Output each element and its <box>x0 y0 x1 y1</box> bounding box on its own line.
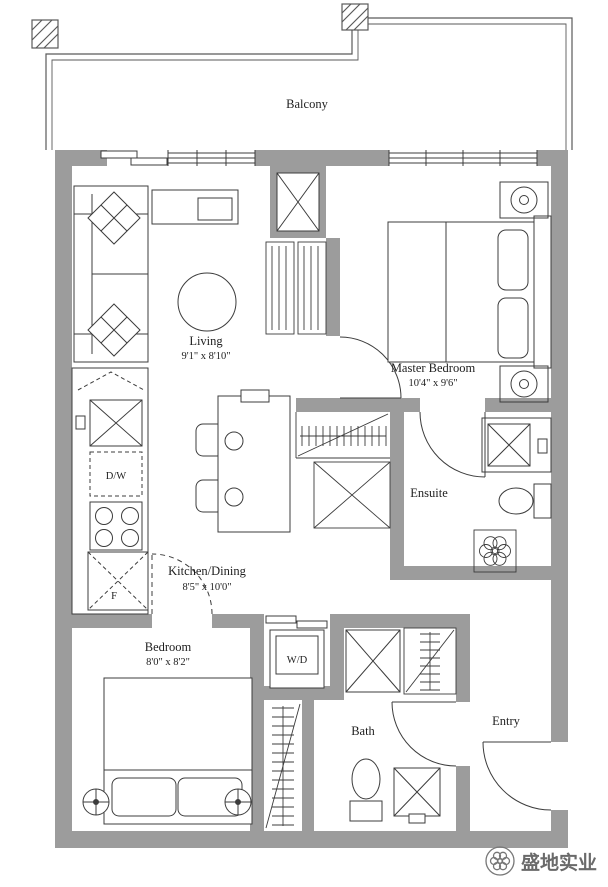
fridge-label: F <box>111 591 117 602</box>
plant-icon <box>473 529 517 573</box>
sliding-door-icon <box>100 150 168 166</box>
bath-label: Bath <box>351 724 375 738</box>
doors <box>151 336 552 811</box>
kitchen-counter-icon <box>71 367 149 615</box>
dishwasher-icon <box>89 451 143 497</box>
bath-sink-icon <box>393 767 441 824</box>
round-table-icon <box>177 272 237 332</box>
sofa-icon <box>73 185 149 363</box>
bed-lamp-icon <box>224 788 252 816</box>
balcony-label: Balcony <box>286 97 328 111</box>
windows <box>100 150 538 166</box>
watermark: 盛地实业 <box>485 846 597 876</box>
nightstand-lamp-icon <box>499 365 549 403</box>
bedroom-door-icon <box>151 553 213 615</box>
bedroom-label: Bedroom <box>145 640 192 654</box>
master-closet-icon <box>295 412 390 459</box>
balcony-post-icon <box>341 3 369 31</box>
ensuite-door-icon <box>419 411 486 478</box>
bath-toilet-icon <box>349 758 383 822</box>
window-icon <box>167 150 256 166</box>
shaft-column-icon <box>276 172 320 232</box>
window-icon <box>388 150 538 166</box>
master-bedroom-label: Master Bedroom <box>391 361 476 375</box>
entry-label: Entry <box>492 714 521 728</box>
ensuite-vanity-icon <box>481 417 552 473</box>
ensuite-toilet-icon <box>498 483 552 519</box>
living-closet-icon <box>265 241 327 335</box>
dishwasher-label: D/W <box>106 471 127 482</box>
entry-door-icon <box>482 741 552 811</box>
kitchen-dining-dims: 8'5" x 10'0" <box>182 582 231 593</box>
linen-closet-icon <box>265 703 301 829</box>
shelf-closet-icon <box>313 461 391 529</box>
media-console-icon <box>151 189 239 225</box>
living-label: Living <box>189 334 223 348</box>
master-bedroom-door-icon <box>339 336 402 399</box>
labels: Balcony Living 9'1" x 8'10" Master Bedro… <box>106 97 521 738</box>
dining-table-icon <box>195 389 291 533</box>
watermark-logo-icon <box>485 846 515 876</box>
fridge-icon <box>87 551 149 611</box>
washer-dryer-icon <box>265 615 328 689</box>
nightstand-lamp-icon <box>499 181 549 219</box>
kitchen-dining-label: Kitchen/Dining <box>168 564 247 578</box>
bed-lamp-icon <box>82 788 110 816</box>
watermark-brand-text: 盛地实业 <box>521 851 597 874</box>
washer-dryer-label: W/D <box>287 655 308 666</box>
bedroom-dims: 8'0" x 8'2" <box>146 657 190 668</box>
ensuite-label: Ensuite <box>410 486 448 500</box>
master-bedroom-dims: 10'4" x 9'6" <box>408 378 457 389</box>
balcony-railing <box>31 3 573 150</box>
master-bed-icon <box>387 215 552 369</box>
living-dims: 9'1" x 8'10" <box>181 351 230 362</box>
kitchen-sink-icon <box>75 399 143 447</box>
balcony-post-icon <box>31 19 59 49</box>
bath-door-icon <box>391 701 457 767</box>
coat-closet-icon <box>403 627 457 695</box>
cooktop-icon <box>89 501 143 551</box>
shower-icon <box>345 629 401 693</box>
